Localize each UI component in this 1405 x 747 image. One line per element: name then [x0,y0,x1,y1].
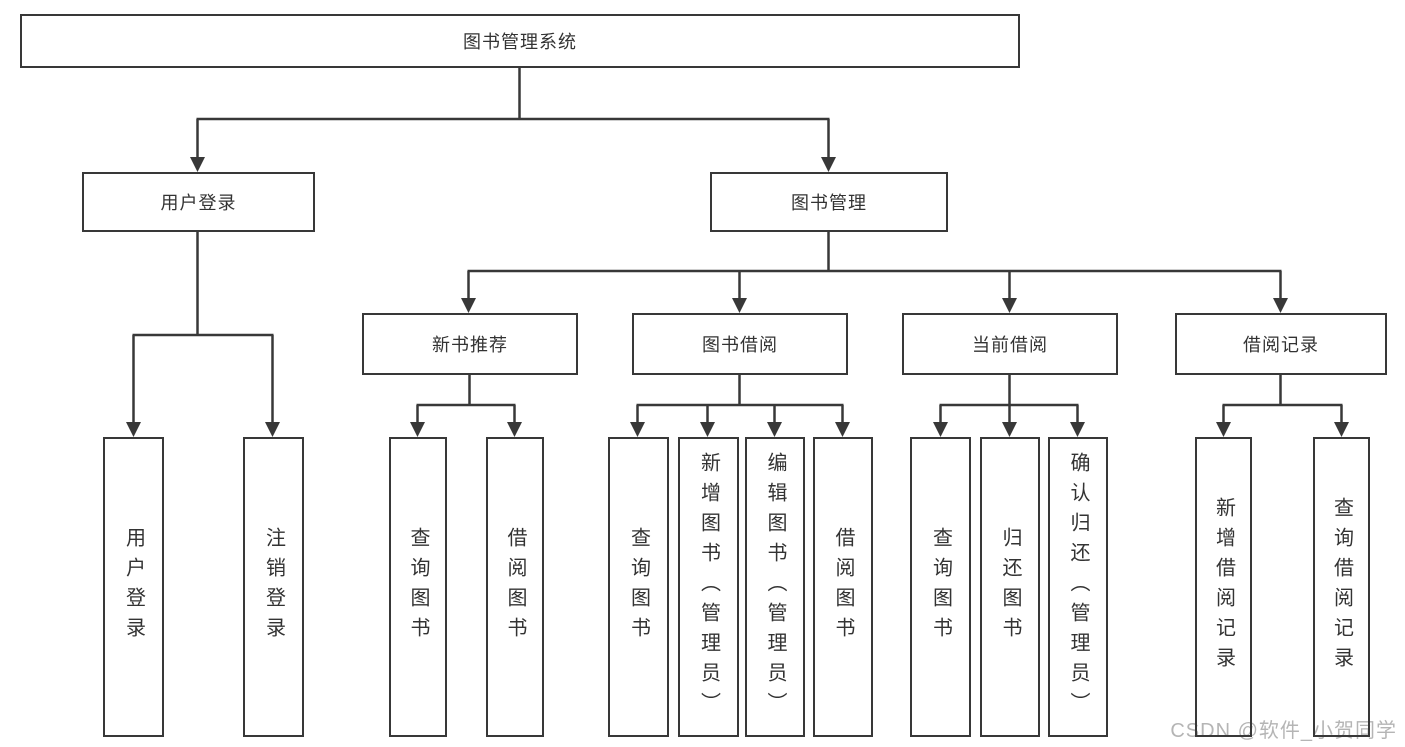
node-label: 图书管理系统 [463,32,577,52]
node-label: 归还图书 [999,527,1021,647]
leaf-query-books-2: 查询图书 [608,437,669,737]
node-label: 注销登录 [262,527,285,647]
arrow-down-icon [190,157,205,172]
node-label: 当前借阅 [972,335,1048,355]
leaf-query-books-1: 查询图书 [389,437,447,737]
leaf-query-books-3: 查询图书 [910,437,971,737]
node-borrowing-records: 借阅记录 [1175,313,1387,375]
leaf-borrow-books-2: 借阅图书 [813,437,873,737]
leaf-query-borrow-record: 查询借阅记录 [1313,437,1370,737]
arrow-down-icon [835,422,850,437]
leaf-edit-books-admin: 编辑图书（管理员） [745,437,805,737]
connector-root-to-level2 [196,68,830,159]
node-label: 查询借阅记录 [1330,497,1353,677]
node-label: 借阅图书 [504,527,526,647]
arrow-down-icon [1273,298,1288,313]
node-label: 编辑图书（管理员） [764,452,786,722]
leaf-logout: 注销登录 [243,437,304,737]
arrow-down-icon [410,422,425,437]
connector-current-to-leaves [939,375,1079,424]
leaf-user-login: 用户登录 [103,437,164,737]
arrow-down-icon [126,422,141,437]
arrow-down-icon [630,422,645,437]
arrow-down-icon [1070,422,1085,437]
connector-user-login-to-leaves [132,232,274,424]
node-label: 新书推荐 [432,335,508,355]
node-label: 查询图书 [627,527,650,647]
arrow-down-icon [767,422,782,437]
arrow-down-icon [1002,298,1017,313]
arrow-down-icon [933,422,948,437]
node-book-management: 图书管理 [710,172,948,232]
connector-new-book-to-leaves [416,375,516,424]
connector-borrow-to-leaves [636,375,844,424]
node-label: 新增图书（管理员） [697,452,720,722]
node-label: 借阅图书 [832,527,854,647]
arrow-down-icon [821,157,836,172]
node-user-login: 用户登录 [82,172,315,232]
arrow-down-icon [1216,422,1231,437]
arrow-down-icon [732,298,747,313]
arrow-down-icon [1002,422,1017,437]
arrow-down-icon [461,298,476,313]
node-label: 查询图书 [407,527,429,647]
node-label: 用户登录 [160,193,237,213]
arrow-down-icon [265,422,280,437]
arrowheads [126,157,1349,437]
node-label: 确认归还（管理员） [1067,452,1089,722]
connector-record-to-leaves [1222,375,1343,424]
leaf-add-borrow-record: 新增借阅记录 [1195,437,1252,737]
node-new-book-recommendation: 新书推荐 [362,313,578,375]
node-label: 查询图书 [929,527,952,647]
node-label: 新增借阅记录 [1212,497,1235,677]
leaf-borrow-books-1: 借阅图书 [486,437,544,737]
node-library-management-system: 图书管理系统 [20,14,1020,68]
node-label: 借阅记录 [1243,335,1319,355]
leaf-return-books: 归还图书 [980,437,1040,737]
node-label: 图书借阅 [702,335,778,355]
leaf-add-books-admin: 新增图书（管理员） [678,437,739,737]
arrow-down-icon [507,422,522,437]
arrow-down-icon [700,422,715,437]
node-current-borrowing: 当前借阅 [902,313,1118,375]
node-book-borrowing: 图书借阅 [632,313,848,375]
watermark-text: CSDN @软件_小贺同学 [1170,720,1397,742]
leaf-confirm-return-admin: 确认归还（管理员） [1048,437,1108,737]
node-label: 图书管理 [791,193,867,213]
connector-book-management-to-level3 [467,232,1282,300]
arrow-down-icon [1334,422,1349,437]
node-label: 用户登录 [122,527,145,647]
